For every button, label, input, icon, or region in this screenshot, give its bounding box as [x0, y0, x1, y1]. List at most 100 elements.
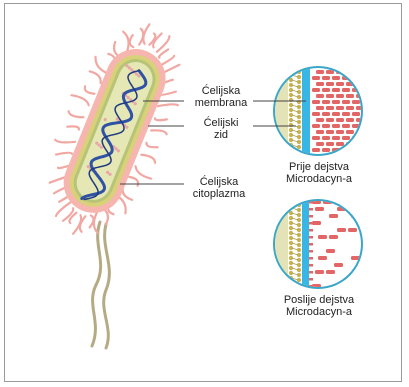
pilus: [155, 118, 167, 120]
wall-cell: [332, 112, 340, 116]
lipid-head: [297, 60, 301, 64]
pilus: [63, 208, 73, 221]
wall-cell: [312, 124, 320, 128]
lipid-head: [289, 191, 293, 195]
lipid-head: [289, 63, 293, 67]
wall-cell: [316, 82, 324, 86]
wall-cell: [346, 130, 354, 134]
wall-cell: [316, 142, 324, 146]
cell-fragment: [309, 264, 313, 267]
wall-cell: [322, 88, 330, 92]
pilus: [56, 153, 72, 155]
label-before: Prije dejstva Microdacyn-a: [278, 161, 360, 185]
wall-cell: [312, 88, 320, 92]
wall-cell: [332, 88, 340, 92]
label-before-line1: Prije dejstva: [278, 161, 360, 173]
damaged-cell: [351, 277, 360, 281]
wall-cell: [342, 124, 350, 128]
wall-cell: [336, 106, 344, 110]
wall-cell: [312, 148, 320, 152]
pilus: [96, 57, 108, 73]
wall-cell: [326, 82, 334, 86]
wall-cell: [356, 70, 364, 74]
flagellum-2: [104, 224, 110, 348]
pilus: [55, 140, 75, 143]
lipid-head: [297, 65, 301, 69]
wall-cell: [346, 118, 354, 122]
cell-fragment: [309, 271, 313, 274]
lipid-head: [289, 281, 293, 285]
damaged-cell: [326, 270, 335, 274]
wall-cell: [332, 124, 340, 128]
pilus: [56, 202, 71, 216]
wall-cell: [322, 112, 330, 116]
label-cytoplasm: Ćelijska citoplazma: [186, 176, 252, 200]
wall-cell: [356, 154, 364, 158]
damaged-cell: [326, 249, 335, 253]
zoom-after: [270, 191, 363, 303]
lipid-head: [289, 286, 293, 290]
damaged-cell: [312, 221, 321, 225]
damaged-cell: [329, 235, 338, 239]
lipid-tail: [292, 193, 298, 195]
wall-cell: [322, 136, 330, 140]
wall-cell: [352, 64, 360, 68]
pilus: [123, 187, 133, 200]
lipid-head: [289, 153, 293, 157]
wall-cell: [346, 106, 354, 110]
lipid-head: [289, 58, 293, 62]
cell-fragment: [309, 236, 313, 239]
wall-cell: [336, 118, 344, 122]
cell-fragment: [309, 257, 313, 260]
flagella: [92, 222, 109, 348]
wall-cell: [322, 124, 330, 128]
pilus: [151, 130, 167, 134]
wall-cell: [332, 100, 340, 104]
wall-cell: [356, 82, 364, 86]
lipid-head: [297, 198, 301, 202]
label-cell-membrane-line2: membrana: [189, 97, 253, 109]
label-after: Poslije dejstva Microdacyn-a: [274, 294, 364, 318]
wall-cell: [312, 112, 320, 116]
pilus: [67, 126, 79, 129]
wall-cell: [316, 70, 324, 74]
cell-fragment: [309, 278, 313, 281]
pilus: [136, 166, 152, 178]
label-before-line2: Microdacyn-a: [278, 173, 360, 185]
wall-cell: [326, 94, 334, 98]
wall-cell: [316, 94, 324, 98]
pilus: [143, 24, 149, 43]
lipid-tail: [292, 198, 298, 200]
wall-cell: [336, 130, 344, 134]
pilus: [71, 95, 88, 105]
pilus: [161, 56, 174, 65]
damaged-cell: [337, 228, 346, 232]
lipid-tail: [292, 155, 298, 157]
lipid-head: [297, 193, 301, 197]
wall-cell: [342, 136, 350, 140]
wall-cell: [342, 100, 350, 104]
wall-cell: [316, 106, 324, 110]
wall-cell: [352, 100, 360, 104]
lipid-head: [297, 155, 301, 159]
pilus: [90, 71, 101, 83]
lipid-tail: [292, 60, 298, 62]
wall-cell: [346, 70, 354, 74]
cell-fragment: [309, 215, 313, 218]
wall-cell: [312, 136, 320, 140]
wall-cell: [322, 100, 330, 104]
pilus: [158, 104, 178, 106]
lipid-head: [289, 201, 293, 205]
wall-cell: [326, 118, 334, 122]
damaged-cell: [345, 200, 354, 204]
wall-cell: [326, 142, 334, 146]
wall-cell: [312, 76, 320, 80]
wall-cell: [312, 100, 320, 104]
wall-cell: [326, 106, 334, 110]
cell-fragment: [309, 250, 313, 253]
lipid-head: [289, 196, 293, 200]
wall-cell: [342, 112, 350, 116]
label-cell-membrane: Ćelijska membrana: [189, 85, 253, 109]
wall-cell: [356, 142, 364, 146]
